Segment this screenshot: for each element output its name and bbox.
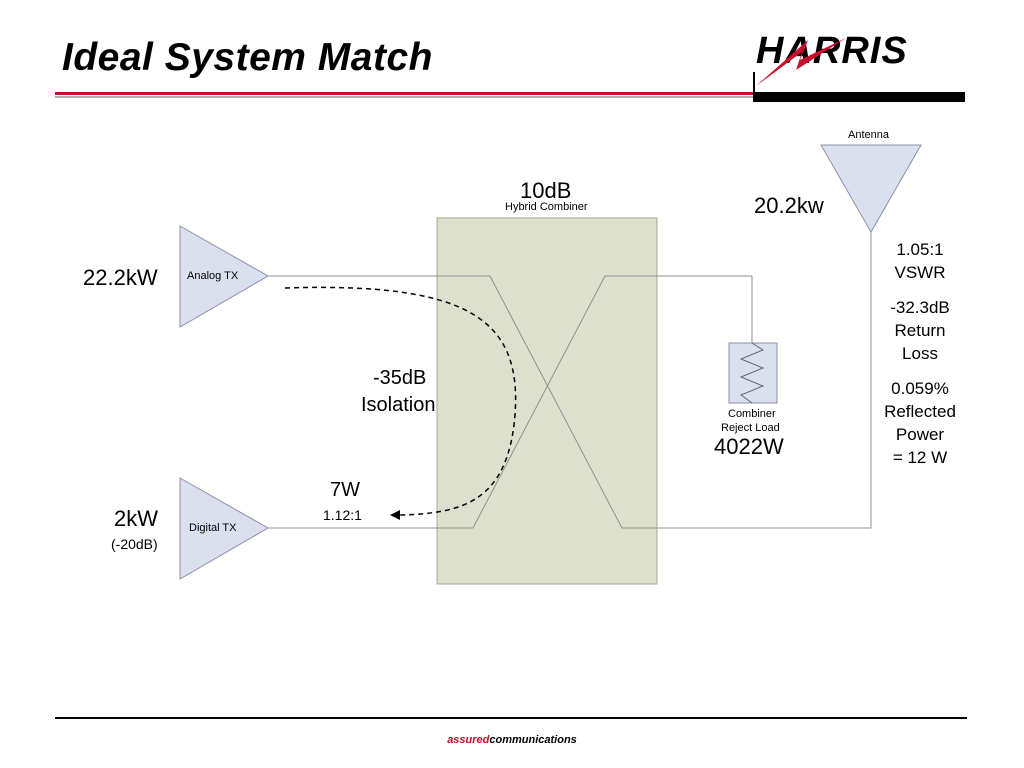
analog-tx-power: 22.2kW: [83, 265, 158, 290]
footer-tagline: assuredcommunications: [0, 734, 1024, 746]
digital-path: [268, 275, 753, 529]
antenna-stats: 1.05:1 VSWR -32.3dB Return Loss 0.059% R…: [860, 238, 980, 469]
digital-tx-triangle: [179, 477, 270, 580]
return-loss-value: -32.3dB: [890, 298, 950, 317]
analog-tx-label: Analog TX: [187, 270, 239, 282]
hybrid-combiner-box: [436, 217, 658, 585]
isolation-value: -35dB: [373, 367, 427, 389]
combiner-value: 10dB: [520, 178, 572, 203]
arrowhead-icon: [390, 510, 400, 520]
reject-load-power: 4022W: [714, 434, 784, 459]
analog-tx-triangle: [179, 225, 270, 328]
footer-accent: assured: [447, 734, 490, 746]
vswr-value: 1.05:1: [896, 240, 944, 259]
antenna-triangle: [820, 144, 922, 234]
signal-paths: [268, 232, 872, 529]
footer-rule: [55, 717, 967, 719]
return-loss-label-2: Loss: [902, 344, 938, 363]
title-rule-red: [55, 92, 755, 95]
vswr-label: VSWR: [894, 263, 946, 282]
resistor-icon: [739, 342, 765, 404]
reflected-back-power: 7W: [330, 479, 360, 501]
isolation-label: Isolation: [361, 394, 436, 416]
reject-load-label-1: Combiner: [728, 408, 776, 420]
digital-tx-power-db: (-20dB): [111, 536, 158, 552]
logo-bar: [755, 92, 965, 102]
antenna-power: 20.2kw: [754, 193, 824, 218]
digital-tx-power: 2kW: [114, 506, 158, 531]
harris-logo: HARRIS: [756, 26, 956, 90]
title-rule-gray: [55, 96, 755, 98]
reflected-back-vswr: 1.12:1: [323, 507, 362, 523]
logo-swoosh-icon: [756, 38, 846, 86]
reflected-power-label-2: Power: [895, 425, 945, 444]
combiner-name: Hybrid Combiner: [505, 201, 588, 213]
analog-path: [268, 232, 872, 529]
return-loss-label-1: Return: [894, 321, 946, 340]
footer-rest: communications: [489, 734, 577, 746]
antenna-label: Antenna: [848, 129, 889, 141]
digital-tx-label: Digital TX: [189, 522, 237, 534]
reject-load-box: [728, 342, 778, 404]
reflected-power-label-3: = 12 W: [892, 448, 948, 467]
reject-load-label-2: Reject Load: [721, 422, 780, 434]
slide-title: Ideal System Match: [62, 36, 433, 79]
reflected-power-value: 0.059%: [891, 379, 949, 398]
reflected-power-label-1: Reflected: [884, 402, 956, 421]
logo-divider: [753, 72, 755, 102]
